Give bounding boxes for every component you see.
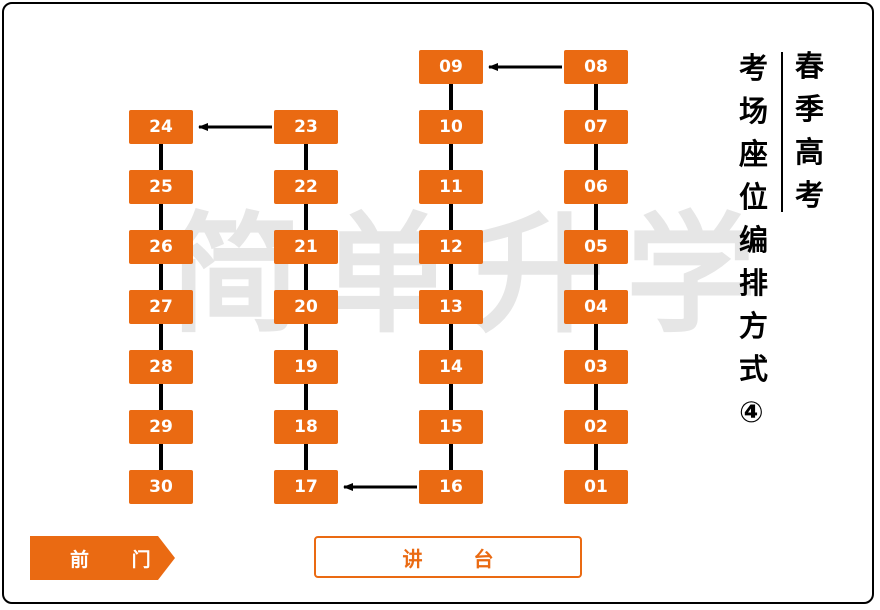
seat-08: 08: [564, 50, 628, 84]
seat-13: 13: [419, 290, 483, 324]
seat-22: 22: [274, 170, 338, 204]
seat-17: 17: [274, 470, 338, 504]
title-char: 春: [795, 49, 825, 83]
seat-01: 01: [564, 470, 628, 504]
podium-label: 讲 台: [314, 536, 582, 578]
seat-24: 24: [129, 110, 193, 144]
title-char: 位: [739, 180, 769, 214]
seat-11: 11: [419, 170, 483, 204]
title-divider: [781, 52, 783, 212]
seat-10: 10: [419, 110, 483, 144]
title-char: 方: [739, 309, 769, 343]
title-char: 式: [739, 352, 769, 386]
seat-30: 30: [129, 470, 193, 504]
seat-28: 28: [129, 350, 193, 384]
seat-16: 16: [419, 470, 483, 504]
title-line-1: 春 季 高 考: [795, 52, 824, 224]
front-door-label: 前 门: [30, 536, 175, 580]
seat-15: 15: [419, 410, 483, 444]
seat-27: 27: [129, 290, 193, 324]
watermark: 简单升学: [170, 199, 779, 351]
title-char: 排: [739, 266, 769, 300]
title-char: ④: [739, 395, 764, 429]
seat-03: 03: [564, 350, 628, 384]
seat-23: 23: [274, 110, 338, 144]
seat-25: 25: [129, 170, 193, 204]
seat-21: 21: [274, 230, 338, 264]
seat-18: 18: [274, 410, 338, 444]
seat-09: 09: [419, 50, 483, 84]
seat-04: 04: [564, 290, 628, 324]
seat-05: 05: [564, 230, 628, 264]
title-char: 场: [739, 94, 769, 128]
title-char: 考: [739, 51, 769, 85]
title-char: 高: [795, 135, 825, 169]
seat-19: 19: [274, 350, 338, 384]
title-char: 编: [739, 223, 769, 257]
title-char: 季: [795, 92, 825, 126]
seat-02: 02: [564, 410, 628, 444]
title-line-2: 考 场 座 位 编 排 方 式 ④: [739, 54, 768, 441]
seat-20: 20: [274, 290, 338, 324]
seat-12: 12: [419, 230, 483, 264]
outer-frame: [2, 2, 874, 604]
title-char: 座: [739, 137, 769, 171]
seat-07: 07: [564, 110, 628, 144]
seat-26: 26: [129, 230, 193, 264]
seat-29: 29: [129, 410, 193, 444]
seat-06: 06: [564, 170, 628, 204]
seat-14: 14: [419, 350, 483, 384]
title-char: 考: [795, 178, 825, 212]
